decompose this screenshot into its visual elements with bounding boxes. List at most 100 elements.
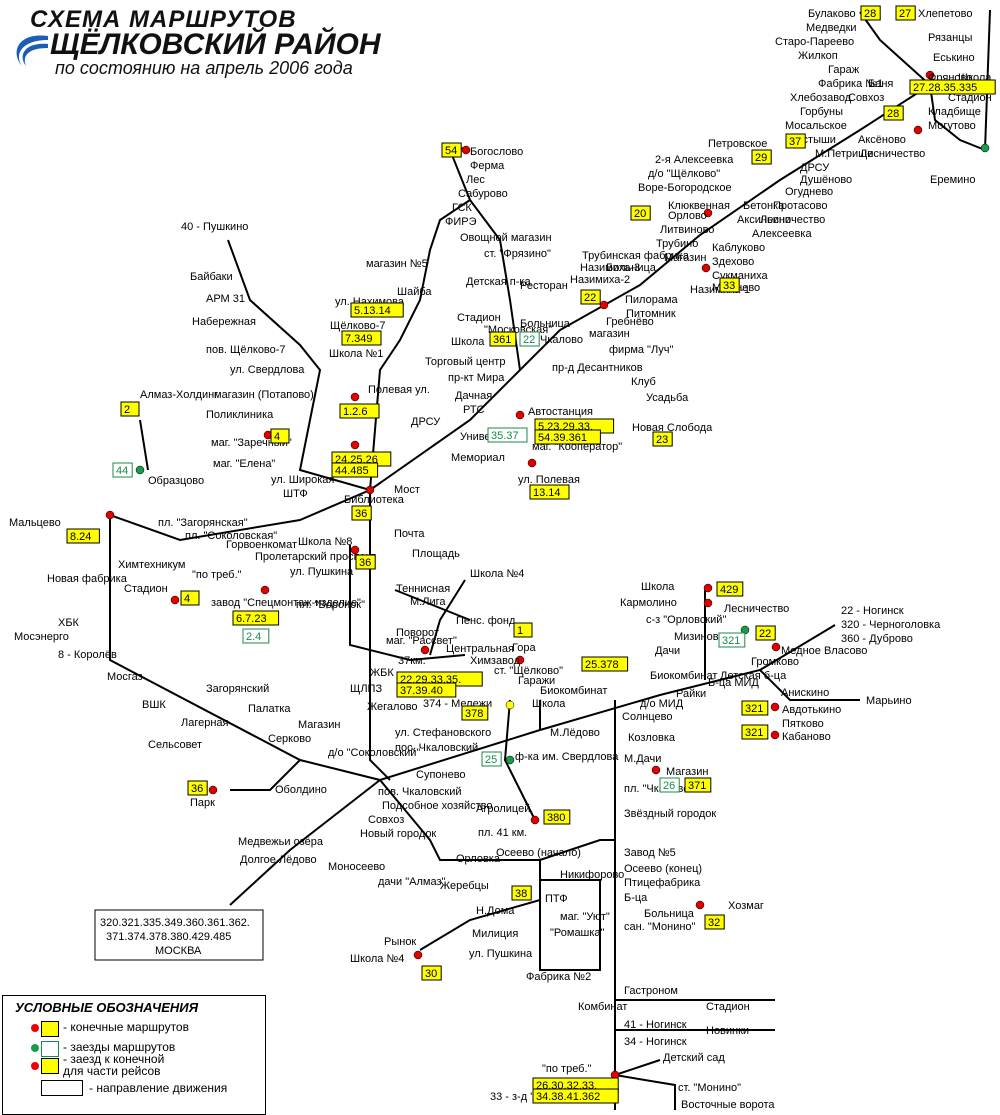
route-badge-label: 28 [887,108,899,120]
route-badge-label: 34.38.41.362 [536,1091,600,1103]
route-badge: 34.38.41.362 [532,1088,619,1104]
stop-label: Торговый центр [425,356,505,368]
terminal-stop-dot [771,642,781,652]
moscow-dest: МОСКВА [155,945,202,957]
stop-label: Стадион [706,1001,750,1013]
route-badge-label: 44 [116,465,128,477]
route-badge-label: 321 [722,635,740,647]
stop-label: пр-д Десантников [552,362,643,374]
stop-label: Теннисная [396,583,450,595]
stop-label: Анискино [781,687,829,699]
stop-label: Мосальское [785,120,847,132]
stop-label: Гаражи [518,675,555,687]
stop-label: 37км. [398,655,426,667]
stop-label: ст. "Фрязино" [484,248,551,260]
stop-label: Мизиново [674,631,725,643]
stop-label: пр-кт Мира [448,372,505,384]
stop-label: Сельсовет [148,739,202,751]
route-badge-label: 37 [789,136,801,148]
stop-label: пл. "Загорянская" [158,517,248,529]
stop-label: 320 - Черноголовка [841,619,941,631]
stop-label: Булаково [808,8,856,20]
stop-label: Громково [751,656,799,668]
stop-label: д/о МИД [640,698,684,710]
stop-label: РТС [463,404,485,416]
stop-label: Агролицей [476,803,530,815]
stop-label: Ферма [470,160,505,172]
route-badge-label: 8.24 [70,531,91,543]
route-badge: 13.14 [529,484,570,500]
stop-label: Стадион [948,92,992,104]
route-badge-label: 25 [485,754,497,766]
stop-label: Могутово [928,120,976,132]
stop-label: Хозмаг [728,900,764,912]
terminal-stop-dot [350,440,360,450]
route-badge: 8.24 [66,528,100,544]
stop-label: Еремино [930,174,975,186]
stop-label: Центральная [446,643,514,655]
route-badge-label: 22 [584,292,596,304]
route-badge-label: 321 [745,727,763,739]
stop-label: Назимиха-2 [570,274,630,286]
legend-title: УСЛОВНЫЕ ОБОЗНАЧЕНИЯ [15,1000,199,1015]
terminal-stop-dot [925,70,935,80]
stop-label: 40 - Пушкино [181,221,248,233]
stop-label: Жеребцы [440,880,489,892]
legend-detour: - заезды маршрутов [63,1040,176,1054]
stop-label: Химтехникум [118,559,185,571]
stop-label: Палатка [248,703,291,715]
route-badge-label: 54.39.361 [538,432,587,444]
stop-label: Медведки [806,22,857,34]
route-badge: 33 [719,277,740,293]
stop-label: М.Дачи [624,753,661,765]
terminal-stop-dot [420,645,430,655]
stop-label: АРМ 31 [206,293,245,305]
stop-label: сан. "Монино" [624,921,696,933]
stop-label: Детская б-ца [720,670,787,682]
stop-label: Завод №5 [624,847,676,859]
stop-label: 22 - Ногинск [841,605,904,617]
route-badge: 30 [421,965,442,981]
terminal-stop-dot [703,583,713,593]
stop-label: ст. "Щёлково" [494,665,563,677]
route-badge-label: 27 [899,8,911,20]
terminal-stop-dot [365,485,375,495]
stop-label: Райки [676,688,706,700]
terminal-stop-dot [770,702,780,712]
stop-label: Чкалово [540,334,583,346]
stop-label: маг. "Елена" [213,458,275,470]
stop-label: Овощной магазин [460,232,552,244]
stop-label: ул. Свердлова [230,364,305,376]
stop-label: ХБК [58,617,80,629]
stop-label: Еськино [933,52,975,64]
stop-label: Жилкоп [798,50,838,62]
route-badge-label: 4 [274,431,280,443]
partial-dot-icon [31,1062,39,1070]
stop-label: Рынок [384,936,416,948]
stop-label: Душёново [800,174,852,186]
stop-label: Литвиново [660,224,714,236]
terminal-stop-dot [135,465,145,475]
route-badge-label: 4 [184,593,190,605]
stop-label: Петровское [708,138,767,150]
route-badge-label: 380 [547,812,565,824]
stop-label: Жегалово [367,701,418,713]
route-badge-label: 23 [656,434,668,446]
stop-label: Милиция [472,928,518,940]
route-badge-label: 38 [515,888,527,900]
stop-label: Школа [641,581,675,593]
stop-label: Питомник [626,308,676,320]
stop-label: ул. Полевая [518,474,580,486]
stop-label: Усадьба [646,392,689,404]
stop-label: ЖБК [370,667,394,679]
stop-label: Химзавод [470,655,521,667]
stop-label: Набережная [192,316,256,328]
stop-label: Парк [190,797,215,809]
route-badge: 321 [741,700,769,716]
moscow-destination-box [94,909,264,961]
stop-label: Авдотькино [782,704,841,716]
route-badge: 36 [187,780,208,796]
stop-label: Баня [868,78,893,90]
stop-label: пл. 41 км. [478,827,527,839]
